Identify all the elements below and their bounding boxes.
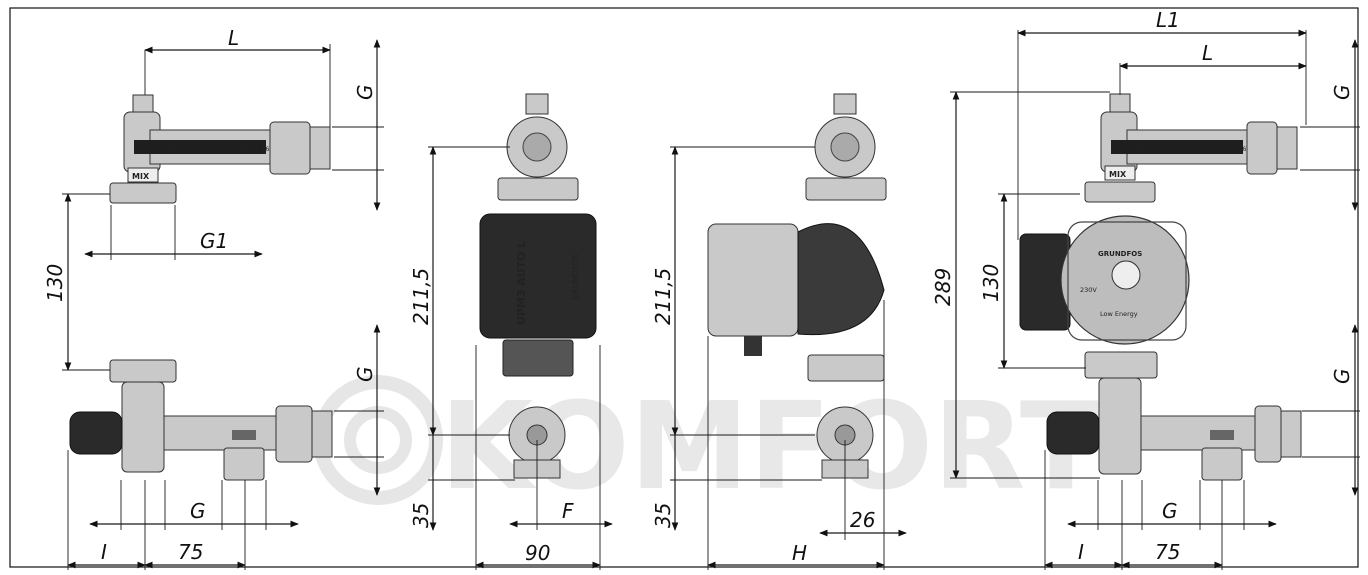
- view2-dim-90: 90: [525, 541, 550, 565]
- view3-dim-35: 35: [651, 503, 675, 528]
- view3-dim-26: 26: [850, 508, 875, 532]
- view1-mixing-group: ℃ 24 26 28 30 32 34 36 38 40 42 44 46 48…: [43, 26, 384, 570]
- view2-pump-front: UPM3 AUTO L GRUNDFOS 211,5 35 F 90: [409, 93, 613, 570]
- view1-dim-G-bottom: G: [190, 499, 206, 523]
- view1-bottom-valve: [69, 359, 333, 481]
- view1-dim-G-top: G: [353, 85, 377, 101]
- view1-mix-tag: MIX: [132, 172, 150, 181]
- view4-pump-voltage: 230V: [1080, 286, 1097, 294]
- view2-pump-model: UPM3 AUTO L: [515, 241, 528, 325]
- view4-mix-tag: MIX: [1109, 170, 1127, 179]
- view4-dim-G-mid: G: [1330, 369, 1354, 385]
- view4-dim-L1: L1: [1156, 8, 1180, 32]
- view3-pump-side: 211,5 35 26 H: [651, 93, 907, 570]
- view3-dim-211-5: 211,5: [651, 268, 675, 325]
- view4-dim-G-bottom: G: [1162, 499, 1178, 523]
- view3-motor-body: [707, 223, 799, 337]
- view1-dim-I: I: [101, 540, 107, 564]
- view2-dim-F: F: [562, 499, 574, 523]
- view4-dim-L: L: [1202, 41, 1213, 65]
- komfort-watermark: KOMFORT: [313, 375, 1102, 517]
- view4-thermo-scale: ℃ 24 26 28 30 32 34 36 38 40 42 44 46 48: [1115, 145, 1257, 153]
- view1-top-valve: ℃ 24 26 28 30 32 34 36 38 40 42 44 46 48…: [109, 94, 331, 204]
- view2-dim-35: 35: [409, 503, 433, 528]
- view1-dim-G1: G1: [200, 229, 228, 253]
- view4-pump-brand: GRUNDFOS: [1098, 250, 1142, 258]
- view4-top-valve: ℃ 24 26 28 30 32 34 36 38 40 42 44 46 48…: [1084, 93, 1298, 203]
- view4-dim-G-top: G: [1330, 85, 1354, 101]
- view4-pump-label: Low Energy: [1100, 310, 1138, 318]
- drawing-frame: [9, 7, 1359, 568]
- view2-pump-head: [479, 213, 597, 339]
- view4-pump-head: GRUNDFOS 230V Low Energy: [1019, 215, 1190, 345]
- view1-dim-130: 130: [43, 264, 67, 302]
- view4-dim-75: 75: [1155, 540, 1180, 564]
- view4-bottom-valve: [1046, 351, 1302, 481]
- view1-thermo-scale: ℃ 24 26 28 30 32 34 36 38 40 42 44 46 48: [138, 145, 280, 153]
- view1-dim-L: L: [228, 26, 239, 50]
- view1-dim-G-mid: G: [353, 367, 377, 383]
- view2-pump-brand: GRUNDFOS: [571, 254, 580, 300]
- view3-dim-H: H: [792, 541, 807, 565]
- view4-dim-I: I: [1078, 540, 1084, 564]
- view4-full-assembly: ℃ 24 26 28 30 32 34 36 38 40 42 44 46 48…: [931, 8, 1360, 570]
- view2-dim-211-5: 211,5: [409, 268, 433, 325]
- view1-dim-75: 75: [178, 540, 203, 564]
- view4-dim-289: 289: [931, 268, 955, 306]
- view4-dim-130: 130: [979, 264, 1003, 302]
